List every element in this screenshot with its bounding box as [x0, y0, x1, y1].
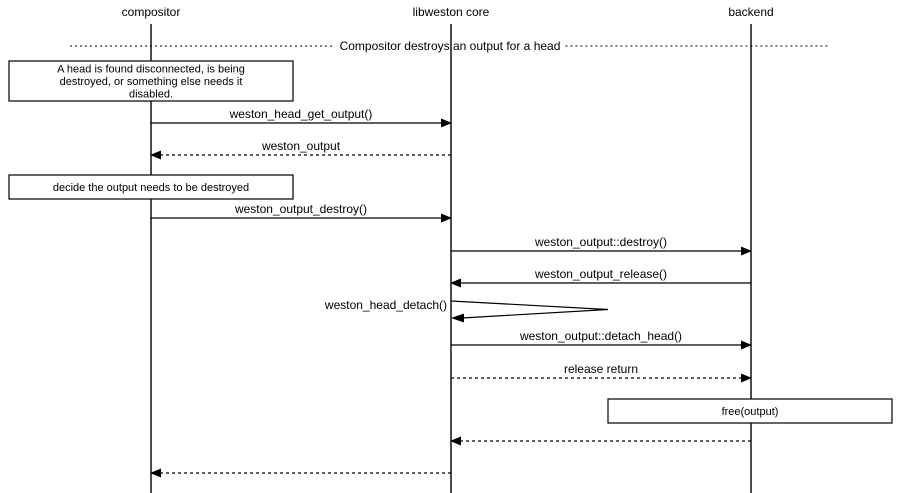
lifeline-label-backend: backend	[728, 5, 773, 19]
message-msg-release-return: release return	[451, 362, 752, 383]
message-label-msg-weston-head-get-output: weston_head_get_output()	[229, 107, 373, 121]
message-label-msg-weston-output-destroy-vfunc: weston_output::destroy()	[534, 235, 667, 249]
message-msg-weston-output-detach-head: weston_output::detach_head()	[451, 329, 752, 350]
divider-layer: Compositor destroys an output for a head	[70, 39, 830, 53]
self-message-outbound-msg-weston-head-detach	[450, 300, 609, 311]
lifeline-label-libweston_core: libweston core	[413, 5, 490, 19]
lifeline-headers-layer: compositor libweston core backend	[122, 5, 774, 19]
note-line-note-decide-destroy-0: decide the output needs to be destroyed	[53, 182, 249, 194]
note-line-note-head-disconnected-2: disabled.	[129, 88, 173, 100]
divider-title-label: Compositor destroys an output for a head	[340, 39, 561, 53]
message-label-msg-weston-output-return: weston_output	[261, 139, 341, 153]
notes-layer: A head is found disconnected, is beingde…	[8, 60, 893, 424]
note-note-head-disconnected: A head is found disconnected, is beingde…	[8, 60, 294, 102]
messages-layer: weston_head_get_output() weston_outputwes…	[150, 107, 752, 478]
message-msg-weston-head-get-output: weston_head_get_output()	[151, 107, 452, 128]
note-line-note-head-disconnected-0: A head is found disconnected, is being	[57, 63, 245, 75]
note-box-note-free-output	[607, 398, 893, 424]
note-box-note-head-disconnected	[8, 60, 294, 102]
message-label-msg-weston-head-detach: weston_head_detach()	[324, 298, 447, 312]
lifeline-label-compositor: compositor	[122, 5, 181, 19]
message-msg-weston-output-release: weston_output_release()	[450, 267, 751, 288]
note-note-decide-destroy: decide the output needs to be destroyed	[8, 174, 294, 200]
message-msg-weston-head-detach: weston_head_detach()	[324, 298, 609, 323]
note-note-free-output: free(output)	[607, 398, 893, 424]
message-label-msg-weston-output-detach-head: weston_output::detach_head()	[519, 329, 682, 343]
note-line-note-free-output-0: free(output)	[722, 406, 779, 418]
note-box-note-decide-destroy	[8, 174, 294, 200]
self-message-inbound-msg-weston-head-detach	[461, 308, 609, 319]
message-label-msg-weston-output-destroy: weston_output_destroy()	[234, 202, 367, 216]
message-msg-weston-output-return: weston_output	[150, 139, 451, 160]
message-label-msg-release-return: release return	[564, 362, 638, 376]
message-label-msg-weston-output-release: weston_output_release()	[534, 267, 667, 281]
self-message-arrowhead-msg-weston-head-detach	[451, 313, 464, 323]
note-line-note-head-disconnected-1: destroyed, or something else needs it	[60, 76, 243, 88]
message-msg-weston-output-destroy-vfunc: weston_output::destroy()	[451, 235, 752, 256]
message-msg-weston-output-destroy: weston_output_destroy()	[151, 202, 452, 223]
